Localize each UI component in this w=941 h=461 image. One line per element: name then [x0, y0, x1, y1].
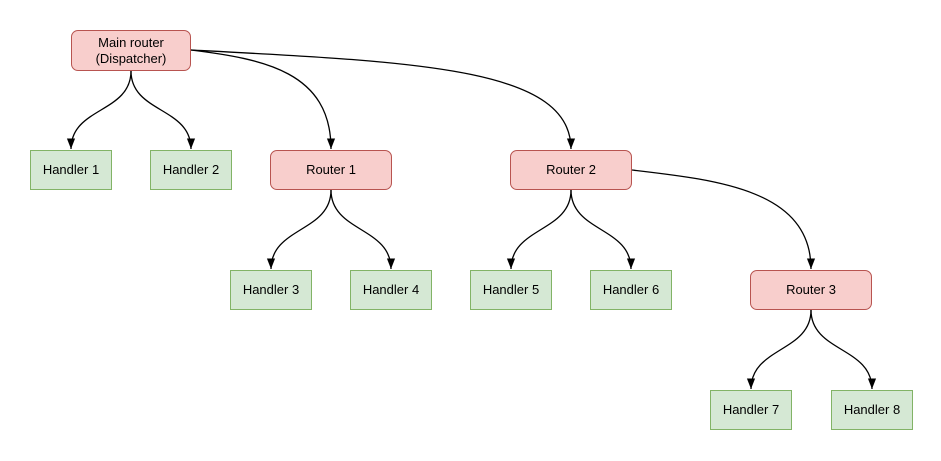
edge-router-2-to-handler-5 — [506, 189, 572, 270]
node-handler-7: Handler 7 — [710, 390, 792, 430]
edge-router-3-to-handler-8 — [810, 309, 877, 390]
edge-router-2-to-router-3 — [631, 169, 816, 270]
node-handler-8: Handler 8 — [831, 390, 913, 430]
edge-main-to-router-2 — [190, 49, 576, 150]
node-handler-3: Handler 3 — [230, 270, 312, 310]
node-handler-1: Handler 1 — [30, 150, 112, 190]
node-router-2: Router 2 — [510, 150, 632, 190]
node-handler-4: Handler 4 — [350, 270, 432, 310]
node-handler-2: Handler 2 — [150, 150, 232, 190]
edge-main-to-router-1 — [190, 49, 336, 150]
node-main-router: Main router (Dispatcher) — [71, 30, 191, 71]
edge-router-3-to-handler-7 — [746, 309, 812, 390]
node-handler-6: Handler 6 — [590, 270, 672, 310]
edge-router-1-to-handler-4 — [330, 189, 396, 270]
node-router-1: Router 1 — [270, 150, 392, 190]
edge-main-to-handler-2 — [130, 70, 196, 150]
edge-router-2-to-handler-6 — [570, 189, 636, 270]
node-handler-5: Handler 5 — [470, 270, 552, 310]
edge-router-1-to-handler-3 — [266, 189, 332, 270]
edge-main-to-handler-1 — [66, 70, 132, 150]
node-router-3: Router 3 — [750, 270, 872, 310]
